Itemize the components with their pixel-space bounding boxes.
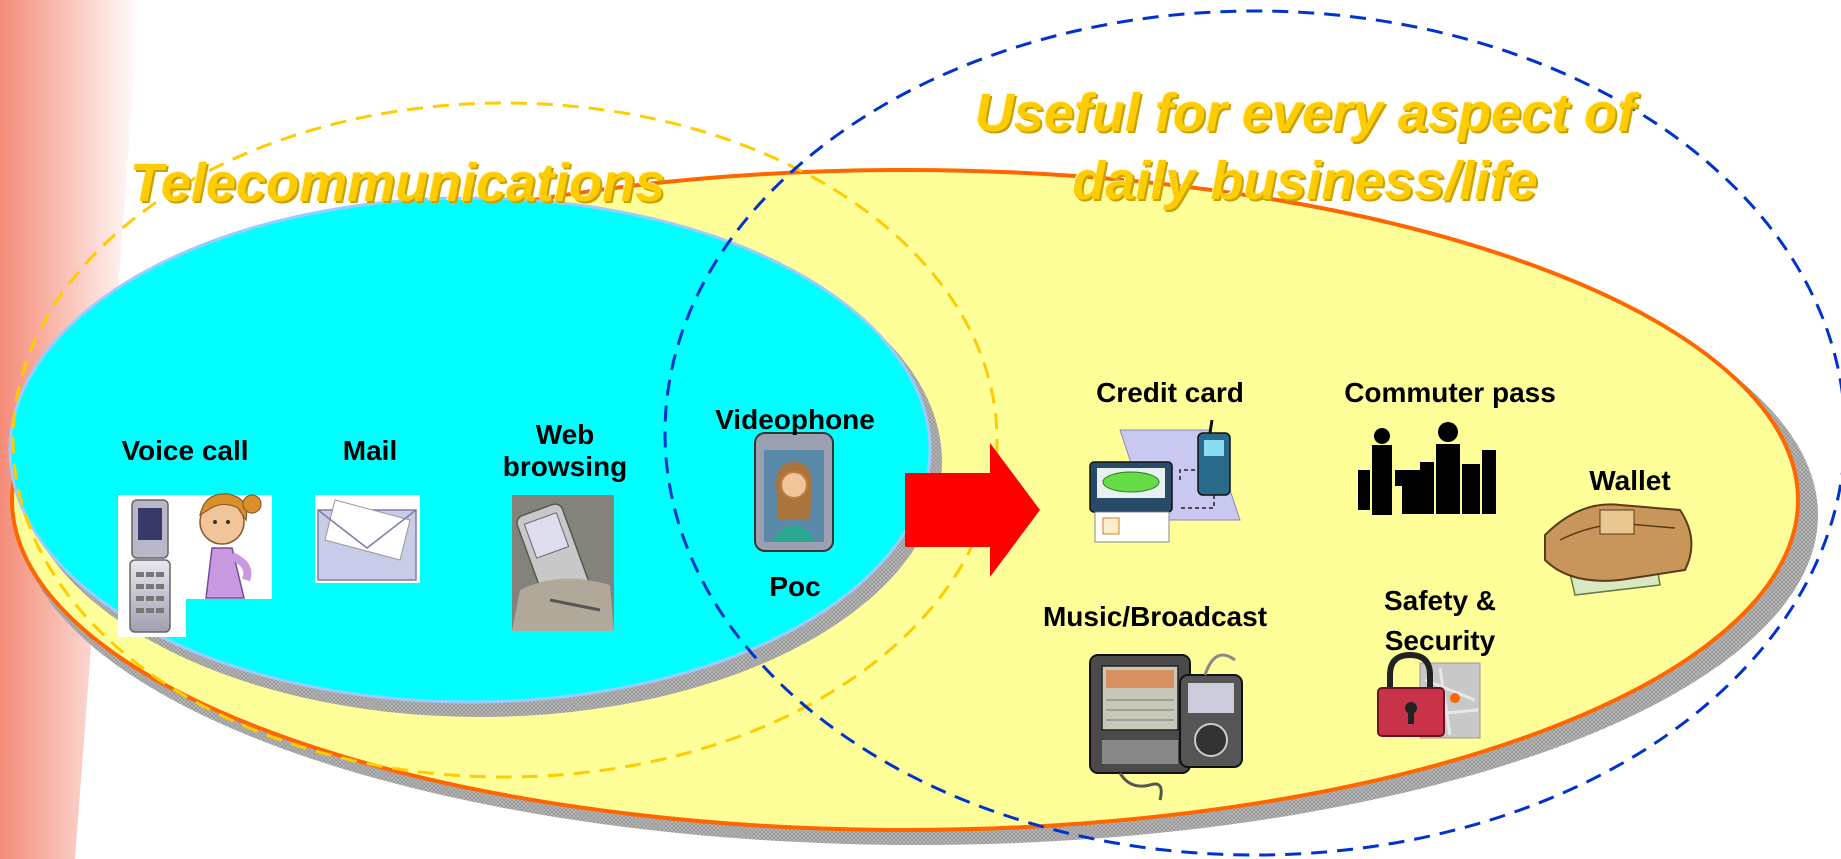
telecom-title: Telecommunications bbox=[130, 153, 666, 213]
phone-in-hand-icon bbox=[512, 495, 614, 631]
padlock-map-icon bbox=[1377, 651, 1481, 739]
commuter-pass-label: Commuter pass bbox=[1344, 377, 1556, 408]
music-player-icon bbox=[1089, 653, 1243, 801]
credit-card-label: Credit card bbox=[1096, 377, 1244, 408]
girl-character-icon bbox=[186, 493, 272, 599]
safety-label-line1: Safety & bbox=[1383, 585, 1497, 616]
telecom-dashed-ellipse bbox=[11, 101, 999, 779]
music-broadcast-label: Music/Broadcast bbox=[1042, 601, 1268, 632]
mail-label: Mail bbox=[342, 435, 398, 466]
safety-label-line2: Security bbox=[1384, 625, 1496, 656]
envelope-icon bbox=[315, 495, 420, 583]
right-arrow-icon bbox=[905, 443, 1040, 577]
poc-label: Poc bbox=[769, 571, 821, 602]
commuter-gate-icon bbox=[1358, 422, 1496, 515]
credit-card-reader-icon bbox=[1089, 419, 1241, 543]
web-label-line1: Web bbox=[535, 419, 595, 450]
useful-title-line1: Useful for every aspect of bbox=[974, 83, 1636, 143]
flip-phone-icon bbox=[118, 495, 186, 637]
wallet-label: Wallet bbox=[1589, 465, 1671, 496]
videophone-label: Videophone bbox=[715, 404, 875, 435]
videophone-icon bbox=[754, 432, 834, 552]
useful-dashed-ellipse bbox=[663, 9, 1841, 857]
wallet-icon bbox=[1544, 503, 1693, 596]
useful-title-line2: daily business/life bbox=[1072, 151, 1538, 211]
voice-call-label: Voice call bbox=[121, 435, 249, 466]
web-label-line2: browsing bbox=[502, 451, 628, 482]
